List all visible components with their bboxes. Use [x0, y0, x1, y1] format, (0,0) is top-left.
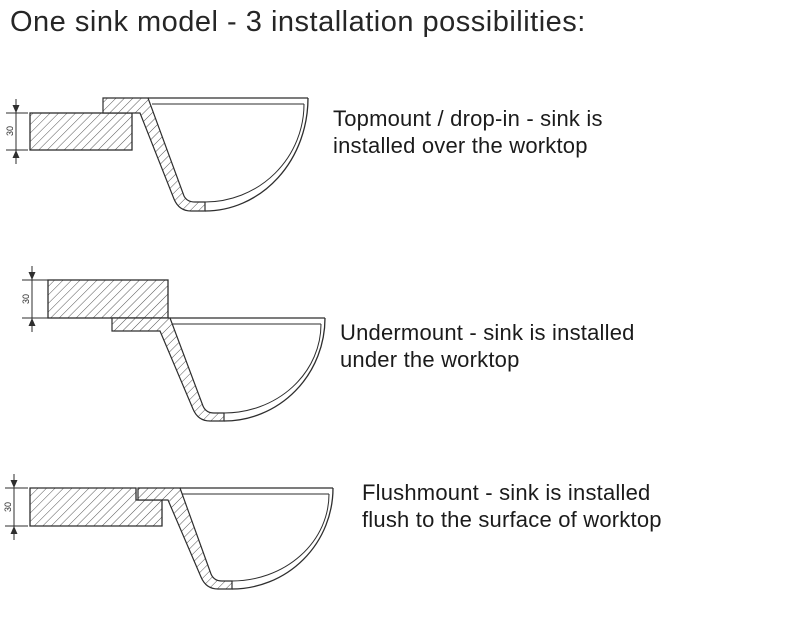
dimension-label: 30 [5, 126, 15, 136]
dimension-label: 30 [3, 502, 13, 512]
undermount-caption-line2: under the worktop [340, 346, 520, 372]
flushmount-caption-line1: Flushmount - sink is installed [362, 480, 651, 505]
topmount-caption-line1: Topmount / drop-in - sink is [333, 106, 603, 131]
sink-bowl-outline [148, 97, 309, 212]
undermount-caption-line1: Undermount - sink is installed [340, 320, 635, 345]
flushmount-diagram: 30 [0, 458, 360, 608]
page-title: One sink model - 3 installation possibil… [10, 6, 586, 38]
undermount-diagram: 30 [0, 258, 350, 433]
worktop-section [29, 112, 133, 151]
worktop-section [47, 279, 169, 319]
dimension-30: 30 [5, 99, 28, 164]
topmount-caption: Topmount / drop-in - sink is installed o… [333, 106, 603, 160]
sink-bowl-outline [170, 317, 326, 422]
flushmount-drawing: 30 [3, 474, 334, 590]
topmount-drawing: 30 [5, 97, 309, 212]
sink-cut-section [102, 97, 206, 212]
undermount-drawing: 30 [21, 266, 326, 422]
dimension-30: 30 [3, 474, 28, 540]
sink-cut-section [137, 487, 233, 590]
dimension-30: 30 [21, 266, 50, 332]
sink-cut-section [111, 317, 225, 422]
dimension-label: 30 [21, 294, 31, 304]
undermount-caption: Undermount - sink is installed under the… [340, 320, 635, 374]
flushmount-caption: Flushmount - sink is installed flush to … [362, 480, 662, 534]
topmount-caption-line2: installed over the worktop [333, 132, 588, 158]
topmount-diagram: 30 [0, 78, 340, 238]
flushmount-caption-line2: flush to the surface of worktop [362, 506, 662, 532]
sink-bowl-outline [180, 487, 334, 590]
